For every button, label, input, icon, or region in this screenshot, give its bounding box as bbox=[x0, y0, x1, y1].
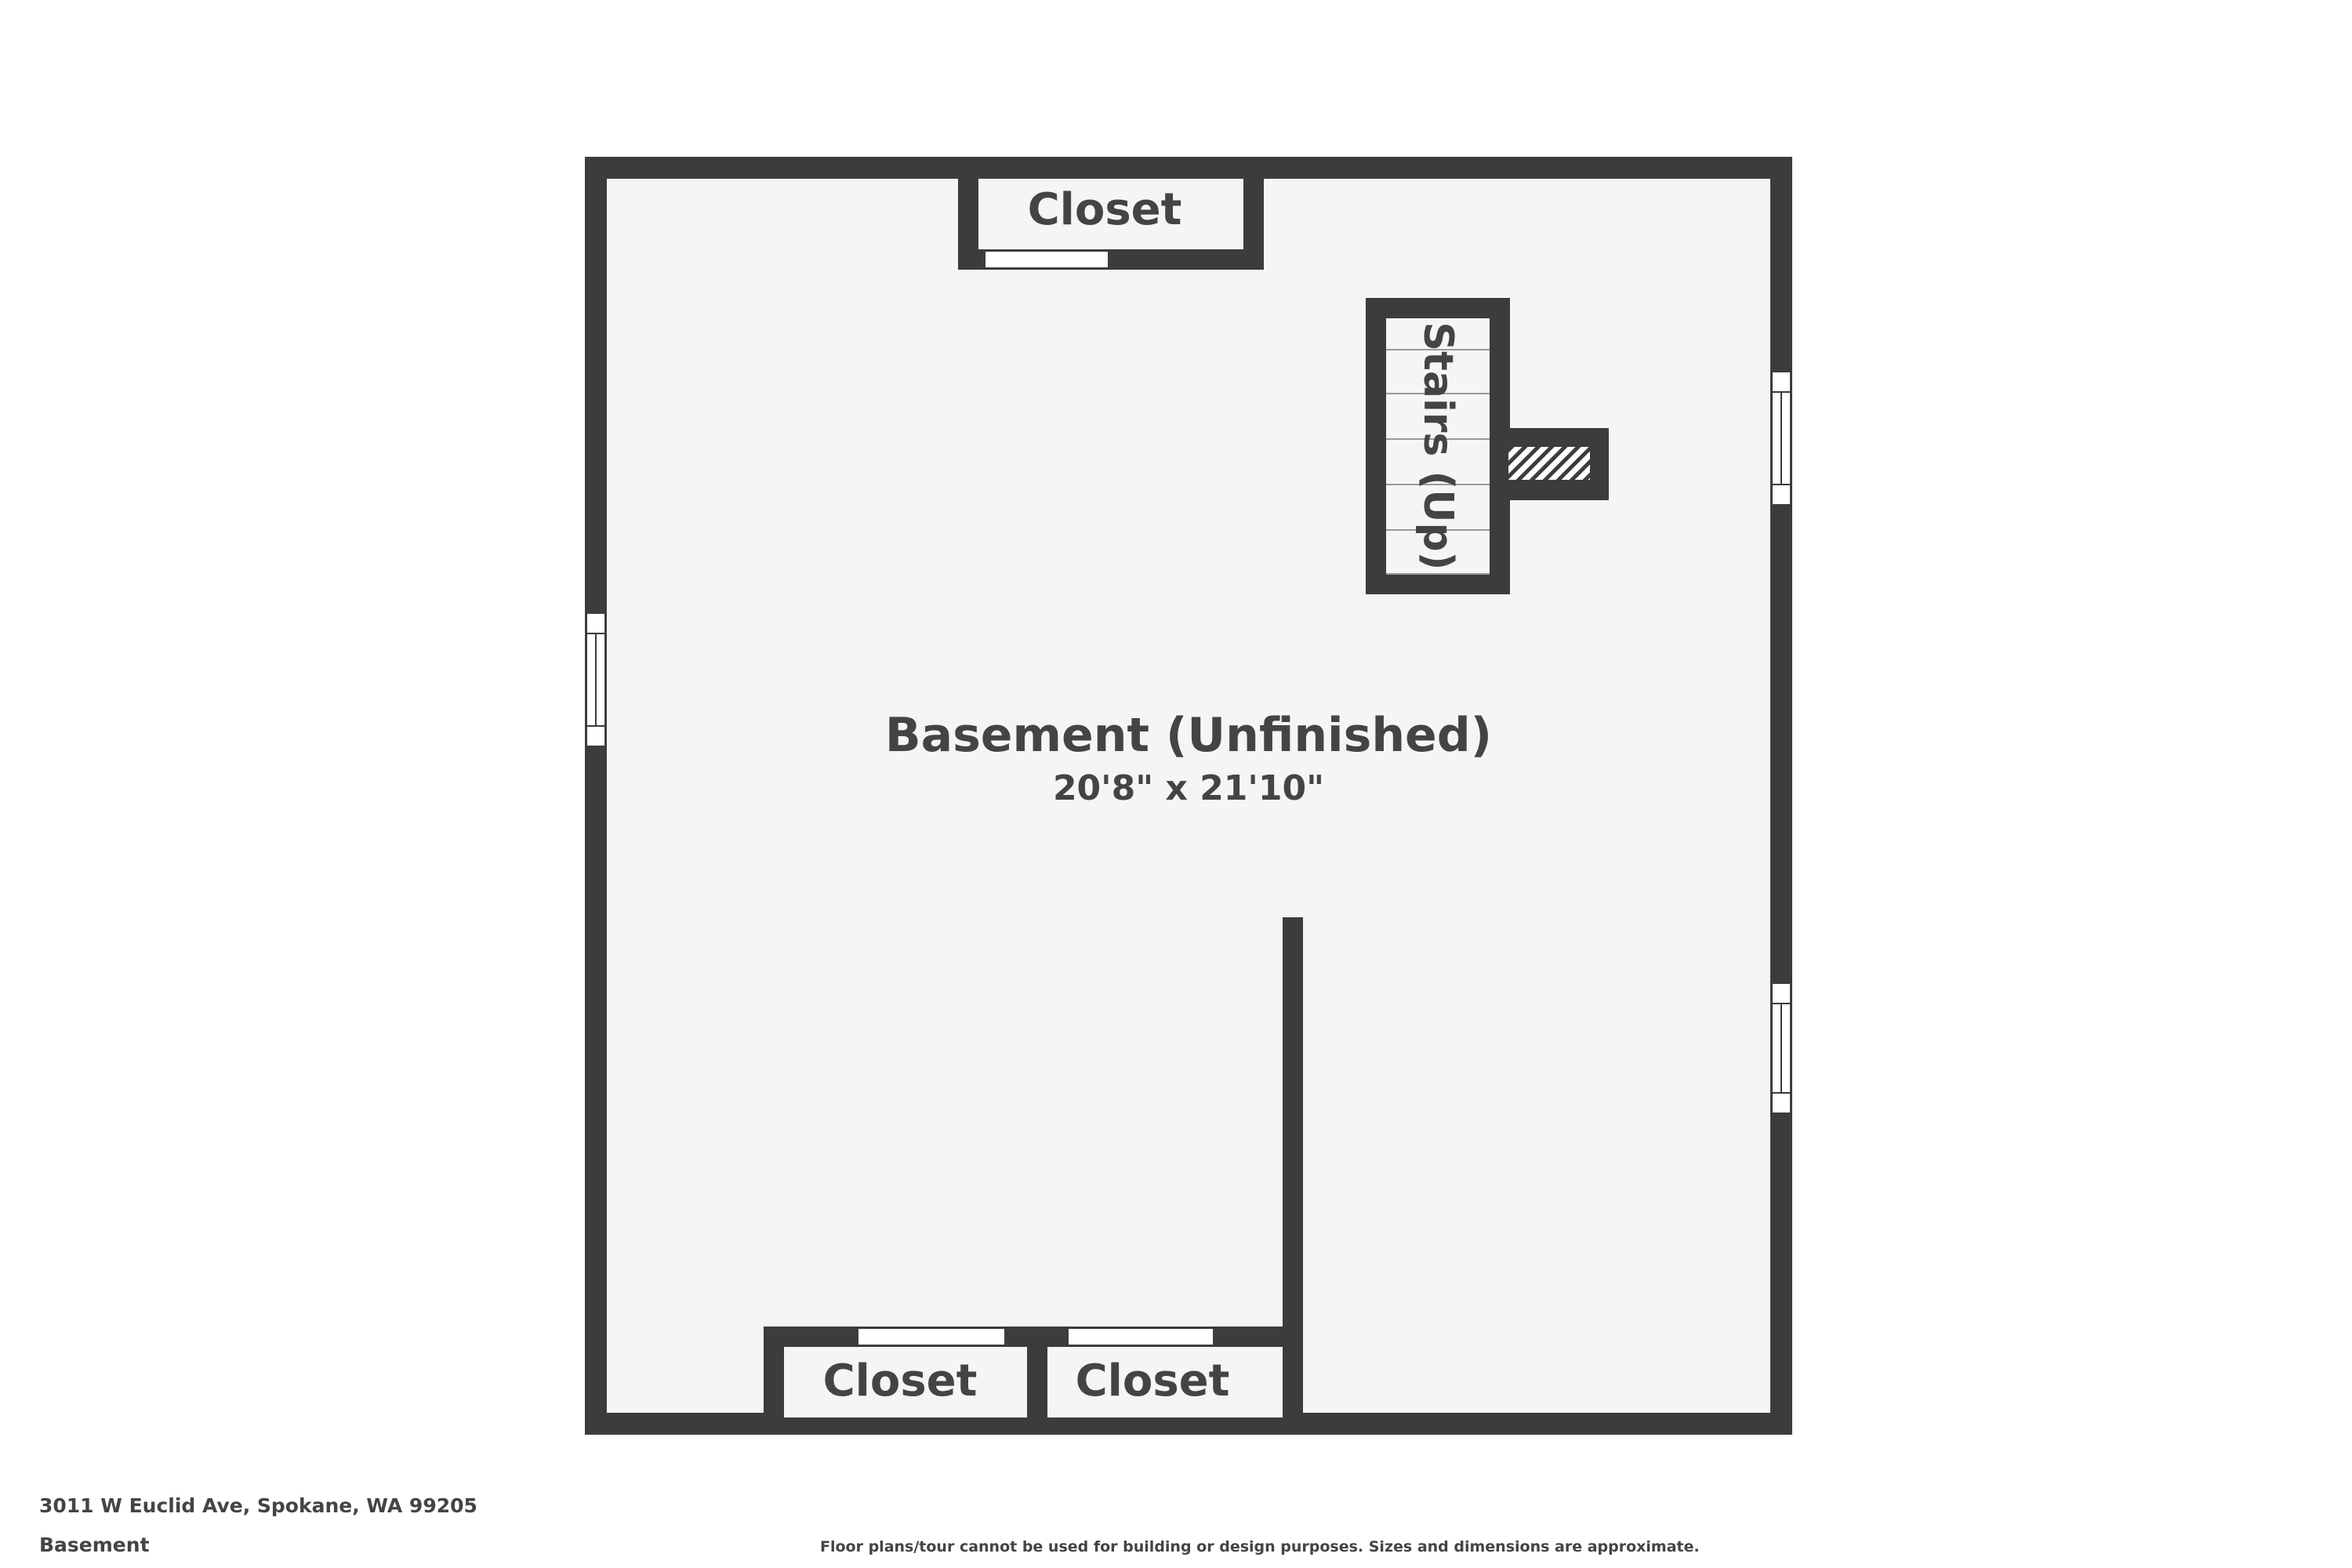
basement-floor bbox=[605, 179, 1772, 1416]
closet-top-floor bbox=[969, 179, 1259, 249]
closet-top-label: Closet bbox=[1028, 184, 1182, 235]
stairs-label: Stairs (Up) bbox=[1414, 322, 1461, 571]
stairs: Stairs (Up) bbox=[1366, 298, 1510, 594]
room-dimensions: 20'8" x 21'10" bbox=[1053, 768, 1324, 808]
closet-bottom-left-label: Closet bbox=[823, 1356, 978, 1406]
window-left bbox=[586, 612, 606, 747]
closet-top: Closet bbox=[958, 157, 1264, 270]
disclaimer-text: Floor plans/tour cannot be used for buil… bbox=[820, 1538, 1700, 1555]
address-text: 3011 W Euclid Ave, Spokane, WA 99205 bbox=[39, 1494, 477, 1517]
closet-bottom-right: Closet bbox=[1027, 1327, 1289, 1435]
closet-bottom-left-door bbox=[857, 1327, 1006, 1346]
window-right-upper bbox=[1771, 371, 1791, 506]
closet-top-door bbox=[984, 250, 1109, 269]
closet-bottom-left: Closet bbox=[764, 1327, 1046, 1435]
room-name: Basement (Unfinished) bbox=[885, 708, 1492, 763]
window-right-lower bbox=[1771, 982, 1791, 1114]
chimney bbox=[1507, 428, 1609, 500]
floor-name-text: Basement bbox=[39, 1534, 150, 1556]
closet-bottom-right-label: Closet bbox=[1076, 1356, 1230, 1406]
closet-bottom-right-door bbox=[1067, 1327, 1214, 1346]
